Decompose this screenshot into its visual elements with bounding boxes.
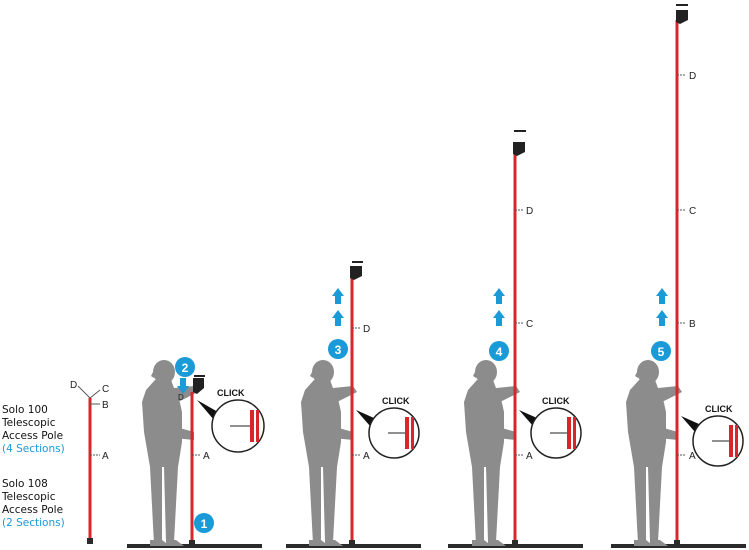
step-number: 2: [182, 361, 189, 375]
pole-head-icon: [676, 10, 688, 24]
step-number: 5: [658, 345, 665, 359]
step-5-panel: D C B A CLICK 5: [611, 4, 746, 548]
pole-label-b: B: [689, 319, 696, 330]
pole-label-d: D: [689, 71, 696, 82]
ground-line: [448, 544, 583, 548]
pole-label-d: D: [178, 393, 184, 402]
pole-label-c: C: [102, 384, 109, 395]
caption-solo-100: Solo 100 Telescopic Access Pole (4 Secti…: [2, 404, 65, 456]
pole-head-icon: [350, 266, 362, 280]
click-label: CLICK: [542, 396, 570, 406]
step-badge: [651, 341, 671, 361]
ground-line: [611, 544, 746, 548]
pole-label-a: A: [689, 451, 696, 462]
pole-label-d: D: [526, 206, 533, 217]
pole-label-d: D: [70, 380, 77, 391]
click-label: CLICK: [705, 404, 733, 414]
pole-label-a: A: [363, 451, 370, 462]
person-figure: [626, 360, 682, 546]
caption-solo-108: Solo 108 Telescopic Access Pole (2 Secti…: [2, 478, 65, 530]
step-4-panel: D C A CLICK 4: [448, 130, 583, 548]
caption-line: Solo 100: [2, 404, 48, 416]
person-figure: [464, 360, 520, 546]
step-badge: [175, 357, 195, 377]
caption-line: Telescopic: [2, 491, 56, 503]
ground-line: [286, 544, 421, 548]
caption-line: Telescopic: [2, 417, 56, 429]
pole-label-c: C: [689, 206, 696, 217]
step-number: 4: [496, 345, 503, 359]
step-badge: [194, 513, 214, 533]
step-3-panel: D A CLICK 3: [286, 261, 421, 548]
click-label: CLICK: [382, 396, 410, 406]
person-figure: [301, 360, 357, 546]
pole-head-icon: [513, 142, 525, 156]
caption-line: Access Pole: [2, 430, 64, 442]
pole-label-a: A: [526, 451, 533, 462]
pole-label-b: B: [102, 400, 109, 411]
ground-line: [127, 544, 262, 548]
pole-label-a: A: [102, 451, 109, 462]
caption-sections: (2 Sections): [2, 517, 65, 529]
click-label: CLICK: [217, 388, 245, 398]
step-1-2-panel: A D CLICK 2 1: [127, 357, 265, 548]
step-number: 1: [201, 517, 208, 531]
caption-line: Access Pole: [2, 504, 64, 516]
caption-line: Solo 108: [2, 478, 48, 490]
step-badge: [328, 339, 348, 359]
pole-label-c: C: [526, 319, 533, 330]
pole-head-icon: [193, 378, 204, 394]
pole-label-d: D: [363, 324, 370, 335]
person-figure: [142, 360, 198, 546]
step-number: 3: [335, 343, 342, 357]
caption-sections: (4 Sections): [2, 443, 65, 455]
step-badge: [489, 341, 509, 361]
pole-label-a: A: [203, 451, 210, 462]
sidebar-pole: D C B A: [70, 380, 109, 544]
